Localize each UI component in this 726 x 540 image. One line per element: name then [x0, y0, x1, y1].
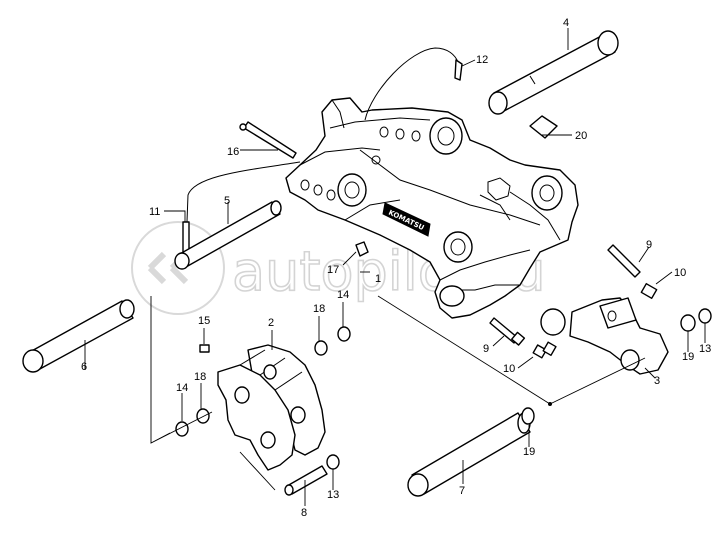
callout-2: 2: [268, 317, 274, 329]
ring-13-bottom: [326, 454, 340, 470]
ring-19-right: [680, 314, 696, 332]
callout-10-bottom: 10: [503, 363, 515, 375]
callout-12: 12: [476, 54, 488, 66]
grease-nipple-15: [199, 344, 210, 353]
callout-3: 3: [654, 375, 660, 387]
callout-17: 17: [327, 264, 339, 276]
bolt-9-top: [607, 244, 641, 278]
callout-10-top: 10: [674, 267, 686, 279]
clip-12: [364, 47, 463, 121]
ring-19-bottom: [521, 407, 535, 425]
callout-19-bottom: 19: [523, 446, 535, 458]
callout-13-bottom: 13: [327, 489, 339, 501]
callout-4: 4: [563, 17, 569, 29]
wire-pin-11: [182, 161, 301, 253]
callout-14-left: 14: [176, 382, 188, 394]
callout-16: 16: [227, 146, 239, 158]
ring-13-right: [698, 308, 712, 324]
ring-18-left: [196, 408, 210, 424]
bolt-16: [239, 121, 297, 159]
callout-1: 1: [375, 273, 381, 285]
pin-7: [407, 412, 531, 497]
assembly-lines: [150, 295, 646, 491]
bolt-9-bottom: [489, 317, 526, 346]
ring-18-top: [314, 340, 328, 356]
callout-19-right: 19: [682, 351, 694, 363]
pin-6: [22, 299, 135, 373]
o-rings: [175, 308, 712, 470]
callout-18-left: 18: [194, 371, 206, 383]
ring-14-top: [337, 326, 351, 342]
callout-8: 8: [301, 507, 307, 519]
callout-11: 11: [149, 206, 160, 218]
hook-2: [217, 344, 326, 471]
callout-15: 15: [198, 315, 210, 327]
callout-5: 5: [224, 195, 230, 207]
fitting-10-top: [640, 282, 658, 300]
bolt-17: [355, 241, 369, 257]
callout-18-top: 18: [313, 303, 325, 315]
fitting-10-bottom: [532, 341, 557, 359]
callout-13-right: 13: [699, 343, 711, 355]
callout-7: 7: [459, 485, 465, 497]
callout-6: 6: [81, 361, 87, 373]
pin-8: [284, 465, 328, 496]
callout-leaders: [84, 28, 706, 506]
callout-9-top: 9: [646, 239, 652, 251]
cylinder-3: [540, 297, 669, 375]
callout-9-bottom: 9: [483, 343, 489, 355]
callout-20: 20: [575, 130, 587, 142]
callouts: 1 2 3 4 5 6 7 8 9 9 10 10 11 12 13 13 14…: [81, 17, 711, 519]
pin-5: [174, 200, 282, 270]
decal-20: [529, 115, 558, 139]
main-bracket: KOMATSU: [285, 97, 579, 319]
pin-4: [488, 30, 619, 115]
callout-14-top: 14: [337, 289, 349, 301]
